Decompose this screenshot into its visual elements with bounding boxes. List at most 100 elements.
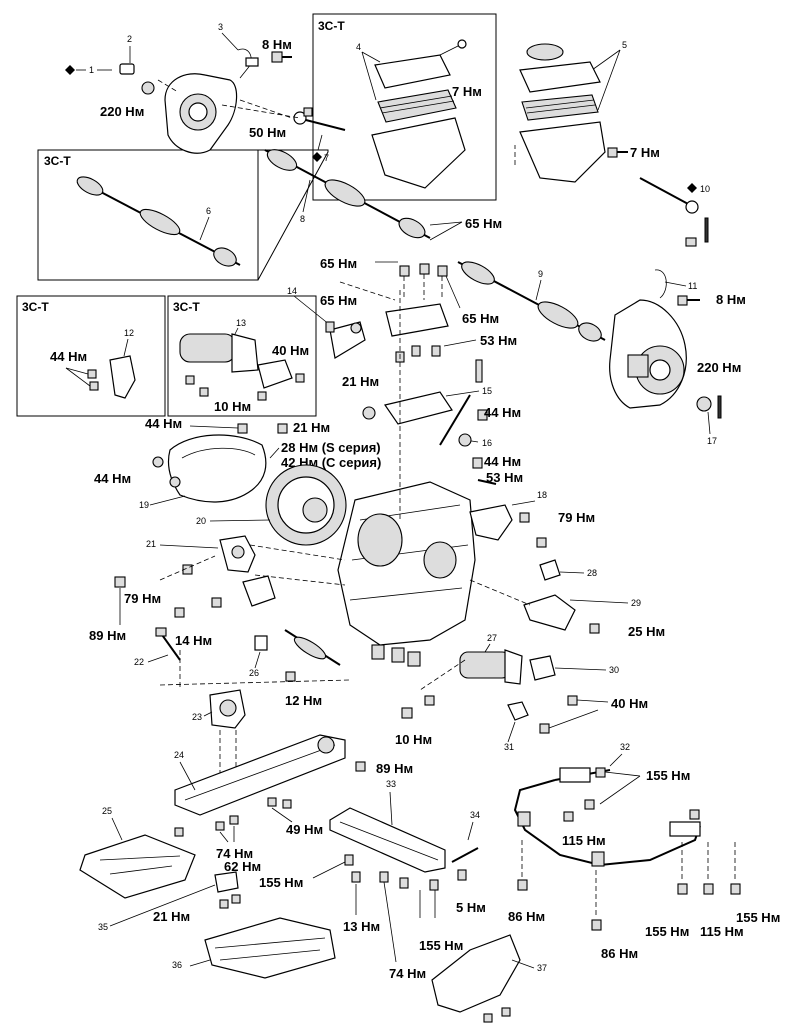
svg-text:21: 21 (146, 539, 156, 549)
part-24-crossmember: 24 (174, 734, 366, 816)
torque-label: 155 Нм (419, 938, 463, 953)
part-17-nut: 17 (696, 395, 722, 446)
box-title: 3C-T (22, 300, 49, 314)
torque-label: 86 Нм (601, 946, 638, 961)
bolt-21-b (277, 423, 288, 434)
torque-label: 49 Нм (286, 822, 323, 837)
part-30-bracket: 30 (529, 655, 619, 681)
torque-label: 65 Нм (462, 311, 499, 326)
stabilizer-bar: 32 (513, 742, 741, 931)
torque-label: 79 Нм (124, 591, 161, 606)
svg-text:35: 35 (98, 922, 108, 932)
svg-text:34: 34 (470, 810, 480, 820)
torque-label: 7 Нм (452, 84, 482, 99)
svg-text:30: 30 (609, 665, 619, 675)
svg-text:28: 28 (587, 568, 597, 578)
svg-text:14: 14 (287, 286, 297, 296)
torque-label: 13 Нм (343, 919, 380, 934)
part-2-cotter-pin: 2 (119, 34, 155, 95)
torque-label: 14 Нм (175, 633, 212, 648)
torque-label: 8 Нм (716, 292, 746, 307)
svg-text:10: 10 (700, 184, 710, 194)
torque-label: 86 Нм (508, 909, 545, 924)
torque-label: 25 Нм (628, 624, 665, 639)
torque-label: 53 Нм (486, 470, 523, 485)
torque-label: 40 Нм (272, 343, 309, 358)
torque-label: 10 Нм (395, 732, 432, 747)
bolt-10 (401, 695, 435, 719)
torque-label: 44 Нм (145, 416, 182, 431)
part-12-bracket: 12 (65, 328, 136, 399)
part-28-clip: 28 (536, 537, 597, 581)
svg-text:29: 29 (631, 598, 641, 608)
svg-text:24: 24 (174, 750, 184, 760)
svg-text:32: 32 (620, 742, 630, 752)
torque-label: 5 Нм (456, 900, 486, 915)
torque-label: 44 Нм (484, 454, 521, 469)
torque-label: 12 Нм (285, 693, 322, 708)
torque-label: 53 Нм (480, 333, 517, 348)
torque-label: 8 Нм (262, 37, 292, 52)
torque-label: 65 Нм (465, 216, 502, 231)
part-36-undercover: 36 (172, 917, 336, 979)
part-37-shield: 37 (431, 934, 547, 1023)
torque-label: 74 Нм (389, 966, 426, 981)
svg-text:12: 12 (124, 328, 134, 338)
svg-text:25: 25 (102, 806, 112, 816)
part-21-bracket: 21 (146, 535, 256, 575)
torque-label: 50 Нм (249, 125, 286, 140)
svg-text:8: 8 (300, 214, 305, 224)
part-1-nut: 1 (65, 65, 112, 75)
torque-label: 44 Нм (50, 349, 87, 364)
part-34-bolt: 34 (451, 810, 480, 881)
box-title: 3C-T (318, 19, 345, 33)
box-3ct-starter: 3C-T (167, 295, 317, 417)
torque-label: 155 Нм (646, 768, 690, 783)
svg-text:6: 6 (206, 206, 211, 216)
part-14-mount (174, 575, 276, 618)
torque-label: 7 Нм (630, 145, 660, 160)
part-35-bracket: 35 (98, 871, 241, 932)
bolt-7nm-right (607, 147, 628, 158)
svg-text:1: 1 (89, 65, 94, 75)
torque-label: 65 Нм (320, 256, 357, 271)
box-title: 3C-T (173, 300, 200, 314)
box-3ct-bracket: 3C-T (16, 295, 166, 417)
torque-label: 155 Нм (645, 924, 689, 939)
torque-label: 89 Нм (89, 628, 126, 643)
bolts-49 (267, 797, 293, 823)
svg-text:37: 37 (537, 963, 547, 973)
part-22-shaft: 22 (134, 627, 181, 667)
part-14-bracket: 14 (287, 286, 366, 359)
torque-label: 28 Нм (S серия) (281, 440, 381, 455)
bolt-8nm-top (271, 51, 292, 63)
svg-text:5: 5 (622, 40, 627, 50)
bolts-74-a (215, 815, 239, 843)
bolt-53-right (472, 457, 497, 485)
part-29-mount: 29 (523, 594, 641, 634)
part-31-clip: 31 (504, 701, 529, 752)
svg-text:31: 31 (504, 742, 514, 752)
torque-label: 21 Нм (342, 374, 379, 389)
box-title: 3C-T (44, 154, 71, 168)
part-7-tie-rod-end: 7 (293, 107, 346, 163)
torque-label: 115 Нм (700, 924, 744, 939)
part-25-undercover: 25 (79, 806, 196, 899)
part-15-bracket: 15 (362, 359, 492, 425)
part-18-bracket: 18 (469, 490, 547, 541)
part-20-torque-converter: 20 (196, 464, 347, 546)
bolts-40 (539, 695, 609, 734)
torque-label: 155 Нм (259, 875, 303, 890)
svg-text:19: 19 (139, 500, 149, 510)
part-9-drive-shaft: 9 (457, 261, 606, 342)
part-3-knuckle: 3 (164, 22, 259, 154)
svg-text:23: 23 (192, 712, 202, 722)
part-4-air-cleaner: 4 (356, 39, 467, 189)
part-11-knuckle-hub: 11 (609, 269, 697, 409)
svg-text:18: 18 (537, 490, 547, 500)
svg-text:2: 2 (127, 34, 132, 44)
torque-label: 89 Нм (376, 761, 413, 776)
part-16-rod: 16 (439, 394, 492, 448)
part-27-starter: 27 (459, 633, 523, 685)
svg-text:26: 26 (249, 668, 259, 678)
